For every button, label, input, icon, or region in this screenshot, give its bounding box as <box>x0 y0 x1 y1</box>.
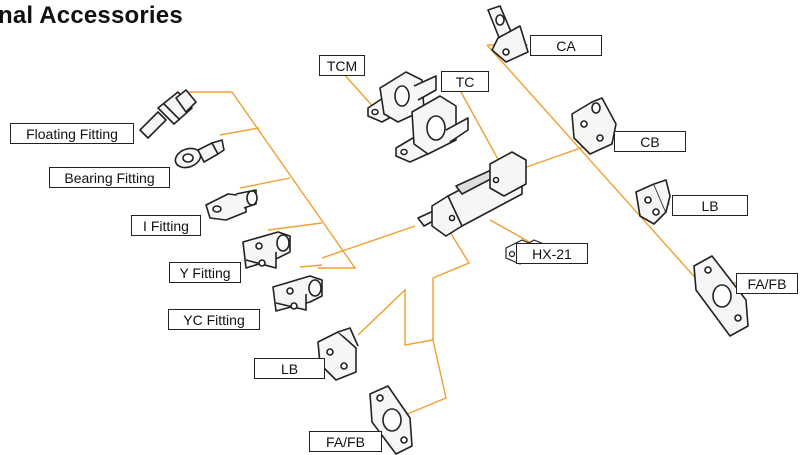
label-hx21: HX-21 <box>516 243 588 264</box>
tcm-part <box>367 71 437 123</box>
fafb-right-part <box>693 255 749 337</box>
cb-part <box>571 97 617 155</box>
label-lb-right: LB <box>672 195 748 216</box>
label-fafb-bottom: FA/FB <box>309 431 382 452</box>
label-i-fitting: I Fitting <box>131 215 201 236</box>
label-tcm: TCM <box>319 55 365 76</box>
label-ca: CA <box>530 35 602 56</box>
label-yc-fitting: YC Fitting <box>168 309 260 330</box>
label-fafb-right: FA/FB <box>736 273 798 294</box>
lb-bottom-part <box>317 327 359 381</box>
ca-part <box>487 5 529 63</box>
label-lb-bottom: LB <box>254 358 325 379</box>
label-y-fitting: Y Fitting <box>169 262 241 283</box>
label-floating-fitting: Floating Fitting <box>10 123 134 144</box>
lb-right-part <box>635 179 671 225</box>
y-fitting-part <box>242 231 291 269</box>
cylinder-part <box>417 151 527 237</box>
i-fitting-part <box>205 189 258 221</box>
label-bearing-fitting: Bearing Fitting <box>49 167 170 188</box>
tc-part <box>395 95 469 163</box>
label-cb: CB <box>614 131 686 152</box>
floating-fitting-part <box>139 89 197 139</box>
bearing-fitting-part <box>174 139 225 169</box>
yc-fitting-part <box>272 275 323 312</box>
label-tc: TC <box>441 71 489 92</box>
page-title: nal Accessories <box>0 2 183 29</box>
fafb-bottom-part <box>369 385 413 455</box>
